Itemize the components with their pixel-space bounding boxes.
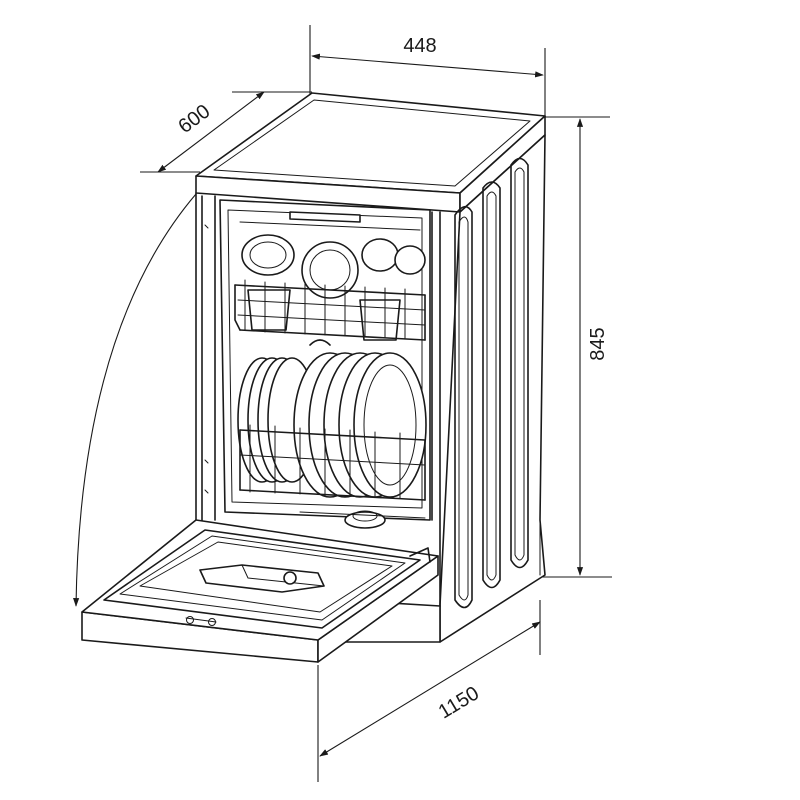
door-swing-arc [73,193,197,607]
height-label: 845 [587,327,609,360]
upper-rack [234,234,426,341]
dimension-height: 845 [540,116,612,578]
depth-label: 600 [174,100,214,138]
width-label: 448 [403,35,436,57]
dimension-width: 448 [309,25,546,118]
side-panel-ribs [454,157,529,609]
open-door [81,519,439,663]
interior-tub [219,199,431,521]
spray-arm [299,510,426,529]
lower-rack [237,339,427,501]
open-depth-label: 1150 [435,682,483,723]
